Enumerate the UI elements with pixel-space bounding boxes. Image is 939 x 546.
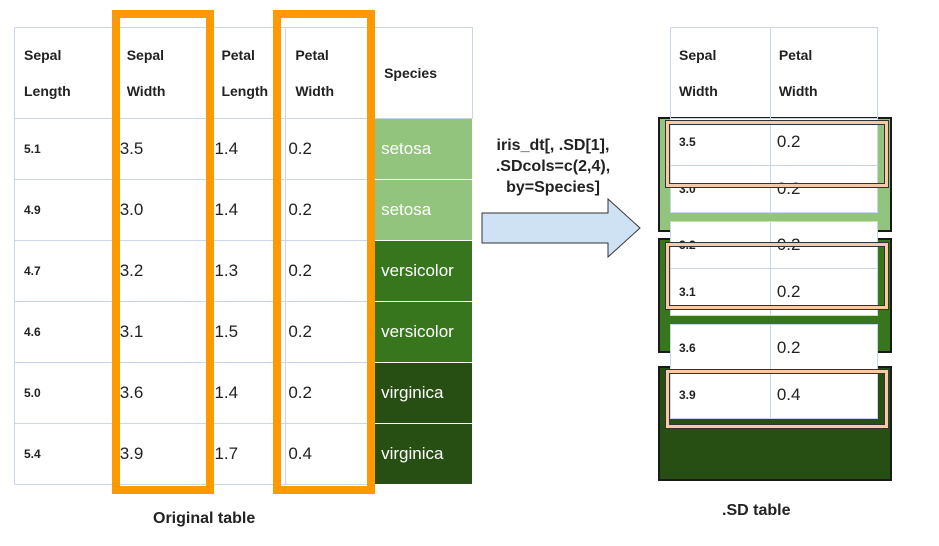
- cell-sepal-width: 3.0: [670, 165, 771, 213]
- cell-petal-width: 0.4: [769, 371, 879, 419]
- code-line: by=Species]: [506, 179, 600, 196]
- code-line: .SDcols=c(2,4),: [495, 158, 611, 175]
- cell-sepal-width: 3.5: [116, 118, 213, 180]
- right-arrow-icon: [481, 197, 641, 259]
- cell-sepal-width: 3.0: [116, 179, 213, 241]
- group-spacer: [671, 316, 878, 325]
- code-line: iris_dt[, .SD[1],: [496, 137, 610, 154]
- cell-petal-width: 0.2: [285, 179, 376, 241]
- first-row-highlight: [666, 243, 888, 309]
- cell-petal-width: 0.2: [769, 165, 879, 213]
- cell-petal-width: 0.2: [769, 118, 879, 166]
- first-row-highlight: [666, 370, 888, 428]
- cell-petal-width: 0.2: [285, 240, 376, 302]
- cell-sepal-width: 3.9: [116, 423, 213, 485]
- cell-sepal-width: 3.6: [116, 362, 213, 424]
- cell-species: setosa: [374, 179, 473, 241]
- cell-petal-width: 0.2: [769, 324, 879, 372]
- cell-sepal-length: 5.1: [14, 118, 118, 180]
- header-species: Species: [374, 27, 473, 119]
- cell-species: virginica: [374, 362, 473, 424]
- group-spacer-cell: [671, 316, 878, 325]
- sd-table-caption: .SD table: [722, 502, 791, 519]
- group-spacer-cell: [671, 213, 878, 222]
- petal-width-highlight: [273, 10, 375, 494]
- original-table-caption: Original table: [153, 510, 256, 527]
- cell-sepal-length: 5.0: [14, 362, 118, 424]
- sepal-width-highlight: [112, 10, 214, 494]
- cell-sepal-width: 3.6: [670, 324, 771, 372]
- first-row-highlight: [666, 121, 888, 187]
- code-expression: iris_dt[, .SD[1], .SDcols=c(2,4), by=Spe…: [477, 135, 629, 198]
- cell-species: versicolor: [374, 301, 473, 363]
- cell-petal-width: 0.2: [285, 301, 376, 363]
- cell-petal-width: 0.2: [285, 118, 376, 180]
- cell-sepal-width: 3.5: [670, 118, 771, 166]
- cell-sepal-width: 3.9: [670, 371, 771, 419]
- cell-species: setosa: [374, 118, 473, 180]
- cell-sepal-length: 4.7: [14, 240, 118, 302]
- cell-species: versicolor: [374, 240, 473, 302]
- cell-petal-width: 0.2: [285, 362, 376, 424]
- cell-sepal-length: 5.4: [14, 423, 118, 485]
- cell-sepal-length: 4.9: [14, 179, 118, 241]
- cell-species: virginica: [374, 423, 473, 485]
- group-spacer: [671, 213, 878, 222]
- cell-petal-width: 0.4: [285, 423, 376, 485]
- cell-sepal-length: 4.6: [14, 301, 118, 363]
- cell-sepal-width: 3.1: [116, 301, 213, 363]
